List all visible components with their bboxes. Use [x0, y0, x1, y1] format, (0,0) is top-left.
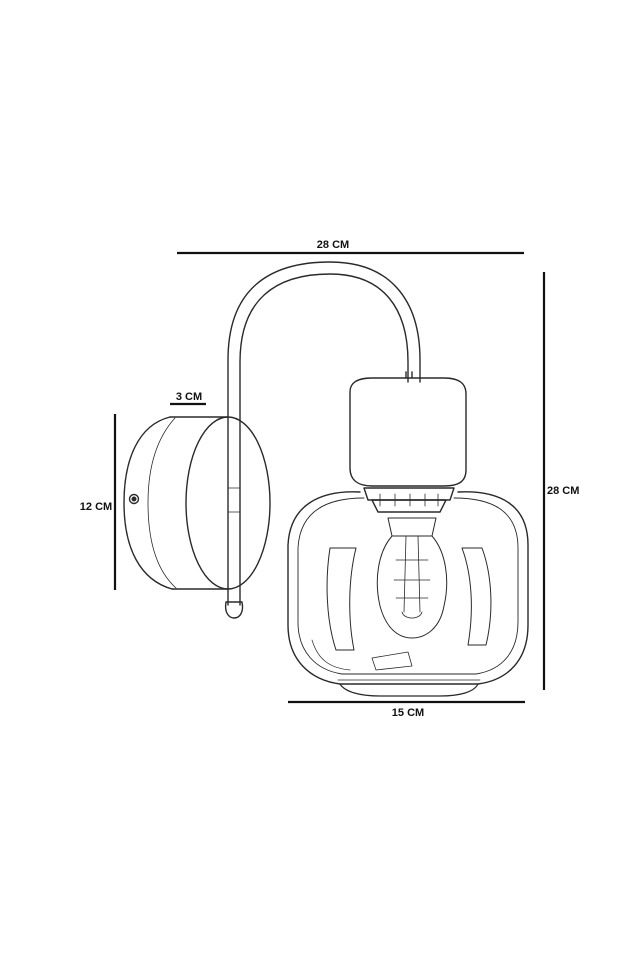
holder-ring [363, 487, 455, 513]
base-depth-label: 3 CM [176, 391, 202, 403]
curved-arm [224, 261, 421, 619]
arm-end-cap [224, 601, 244, 619]
shade-width-label: 15 CM [392, 707, 424, 719]
glass-shade [287, 491, 529, 697]
top-width-label: 28 CM [317, 239, 349, 251]
dimension-lines [113, 251, 546, 704]
lamp-sketch [123, 261, 529, 697]
wall-mount-base [123, 416, 271, 590]
base-height-label: 12 CM [80, 501, 112, 513]
socket-cap [349, 371, 467, 487]
mount-screw-icon [128, 493, 140, 505]
right-height-label: 28 CM [547, 485, 579, 497]
filament-bulb [371, 517, 448, 671]
